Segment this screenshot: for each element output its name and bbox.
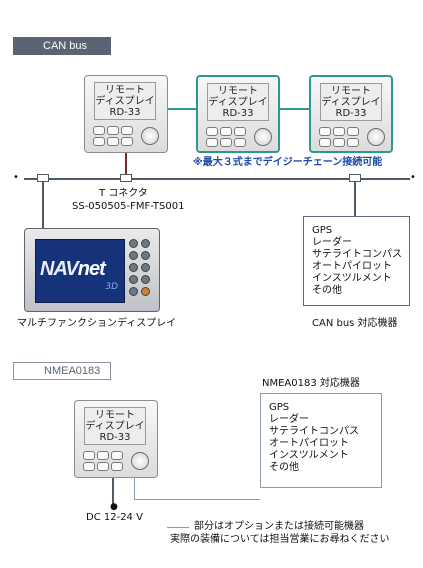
nmea-devices-box: GPS レーダー サテライトコンパス オートパイロット インスツルメント その他: [260, 393, 382, 488]
drop-cable: [125, 153, 127, 178]
t-connector-icon: [120, 174, 132, 182]
nmea-cable: [134, 478, 135, 500]
bus-end-right: •: [410, 172, 416, 183]
can-bus-backbone: [24, 178, 410, 180]
daisy-chain-note: ※最大３式までデイジーチェーン接続可能: [193, 157, 383, 168]
drop-to-can-devices: [354, 182, 356, 216]
nmea-cable: [134, 499, 260, 500]
t-connector-icon: [349, 174, 361, 182]
bus-end-left: •: [13, 172, 19, 183]
rotary-knob-icon: [254, 128, 272, 146]
multifunction-display: NAVnet 3D: [24, 228, 160, 312]
mfd-screen: NAVnet 3D: [35, 239, 125, 303]
legend-line-sample: [167, 527, 189, 528]
daisy-chain-link: [280, 108, 309, 110]
t-connector-title: T コネクタ: [99, 188, 148, 199]
can-bus-tab: CAN bus: [13, 37, 111, 55]
legend-text-2: 実際の装備については担当営業にお尋ねください: [170, 534, 390, 545]
mfd-caption: マルチファンクションディスプレイ: [17, 318, 177, 329]
nmea-devices-title: NMEA0183 対応機器: [262, 378, 360, 389]
rotary-knob-icon: [131, 452, 149, 470]
t-connector-icon: [37, 174, 49, 182]
can-devices-box: GPS レーダー サテライトコンパス オートパイロット インスツルメント その他: [303, 216, 410, 306]
rotary-knob-icon: [367, 128, 385, 146]
power-label: DC 12-24 V: [86, 512, 143, 523]
navnet-logo: NAVnet: [40, 258, 106, 280]
can-devices-caption: CAN bus 対応機器: [312, 318, 398, 329]
t-connector-part: SS-050505-FMF-TS001: [72, 201, 185, 212]
power-terminal-icon: ●: [110, 502, 118, 512]
rotary-knob-icon: [141, 127, 159, 145]
navnet-3d-mark: 3D: [105, 282, 118, 292]
nmea-tab: NMEA0183: [13, 362, 111, 380]
power-cable: [112, 478, 114, 506]
legend-text-1: 部分はオプションまたは接続可能機器: [194, 521, 364, 532]
drop-to-mfd: [42, 182, 44, 228]
daisy-chain-link: [168, 108, 196, 110]
